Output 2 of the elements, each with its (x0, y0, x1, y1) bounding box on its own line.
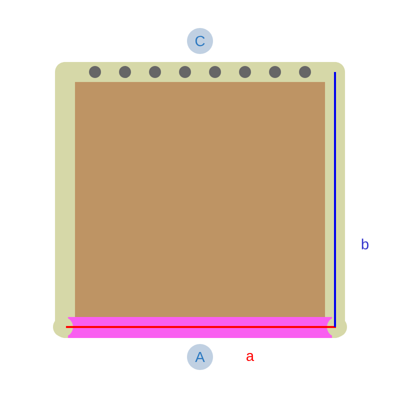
dimension-label: a (246, 353, 254, 362)
dimension-label: b (362, 238, 368, 250)
